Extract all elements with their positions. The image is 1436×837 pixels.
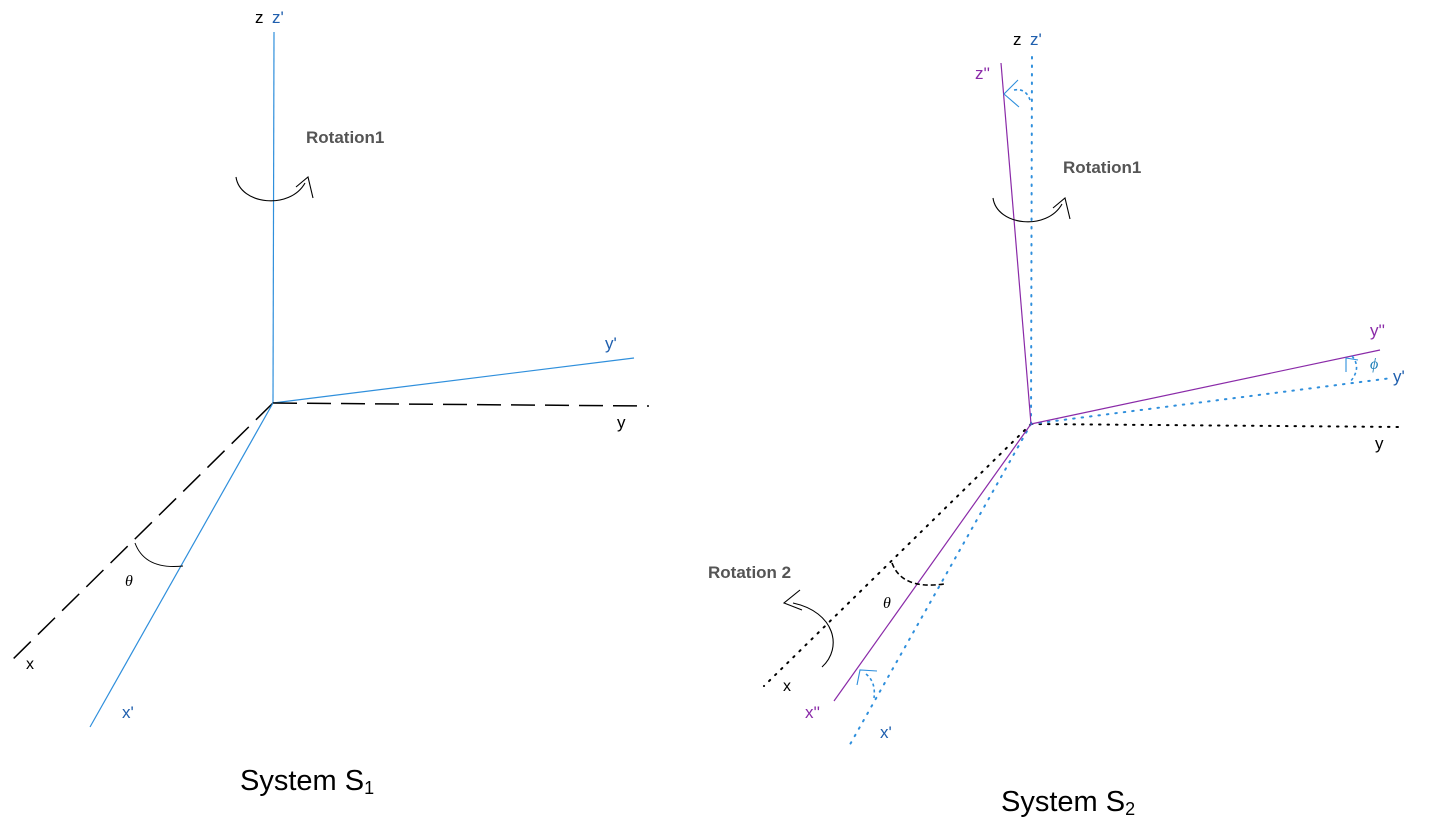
s2-x-arrow-arc [865,673,876,699]
s2-label-theta: θ [883,595,891,612]
s2-yprime-axis [1030,377,1393,425]
s1-label-xprime: x' [122,703,134,722]
s2-label-yprime: y' [1393,367,1405,386]
s2-label-zprime: z' [1030,30,1042,49]
s1-theta-arc [134,542,184,568]
s2-rotation2-arrow [792,602,834,668]
s1-label-z: z [255,8,264,27]
s2-label-ydoubleprime: y'' [1370,321,1385,340]
s2-z-arrow-arc [1013,88,1031,101]
system-s2-diagram: z z' z'' Rotation1 y'' ϕ y' y Rotation 2… [708,30,1405,819]
s1-label-zprime: z' [272,8,284,27]
s1-label-theta: θ [125,573,133,590]
s1-yprime-axis [272,357,635,404]
s2-rotation2-arrowhead [782,589,803,611]
s2-xprime-axis [847,423,1032,749]
s2-system-title: System S2 [1001,786,1135,819]
s1-label-yprime: y' [605,334,617,353]
s2-y-axis [1030,423,1403,428]
s2-rotation2-label: Rotation 2 [708,563,791,582]
s2-label-z: z [1013,30,1022,49]
s2-label-xprime: x' [880,723,892,742]
s2-theta-arc [891,562,945,586]
s1-xprime-axis [89,402,274,728]
s1-label-x: x [26,656,34,673]
s2-zprime-axis [1030,52,1033,425]
s1-rotation1-arrow [235,176,306,202]
s1-x-axis [6,402,274,666]
s2-rotation1-arrow [992,197,1063,223]
s2-xdoubleprime-axis [833,423,1032,702]
s2-label-phi: ϕ [1370,356,1378,373]
s1-rotation1-arrowhead [295,176,314,199]
s2-rotation1-label: Rotation1 [1063,158,1141,177]
s2-x-axis [763,423,1032,687]
system-s1-diagram: z z' Rotation1 y' y θ x x' System S1 [6,8,650,798]
s2-x-arrow-icon [856,669,878,686]
s2-label-xdoubleprime: x'' [805,703,820,722]
s2-label-y: y [1375,434,1384,453]
s1-rotation1-label: Rotation1 [306,128,384,147]
s1-y-axis [272,402,650,407]
s2-label-x: x [783,678,791,695]
s1-label-y: y [617,413,626,432]
s2-z-arrow-icon [1003,79,1020,108]
s2-rotation1-arrowhead [1052,197,1071,220]
s2-ydoubleprime-axis [1030,349,1381,425]
s2-y-arrow-arc [1349,355,1358,383]
s1-system-title: System S1 [240,765,374,798]
s2-zdoubleprime-axis [1000,62,1032,425]
s2-label-zdoubleprime: z'' [975,64,990,83]
s1-z-axis [272,31,275,404]
s2-y-arrow-icon [1345,357,1359,372]
